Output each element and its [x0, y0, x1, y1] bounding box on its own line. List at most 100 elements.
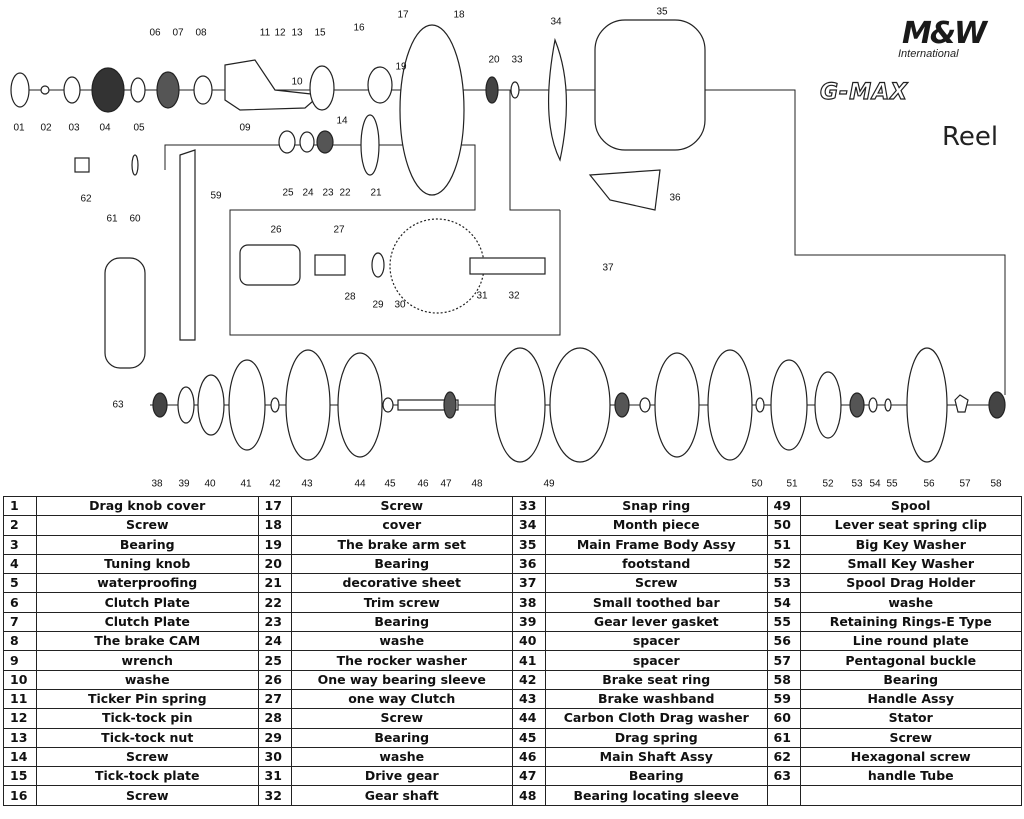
part-name: Trim screw — [290, 592, 513, 613]
diagram-drawing — [10, 19, 1006, 463]
part-number: 13 — [3, 727, 37, 748]
callout-16: 16 — [353, 22, 365, 34]
part-number: 59 — [766, 688, 801, 710]
callout-47: 47 — [440, 478, 452, 490]
part-55-shape — [884, 398, 892, 412]
part-name: Pentagonal buckle — [799, 650, 1022, 671]
part-24-shape — [299, 131, 315, 153]
part-39-shape — [177, 386, 195, 424]
part-name: Drag knob cover — [36, 495, 259, 517]
part-23-shape — [316, 130, 334, 154]
part-10-shape — [309, 65, 335, 111]
callout-02: 02 — [40, 122, 52, 134]
part-number: 25 — [257, 650, 292, 671]
part-49-flange — [494, 347, 546, 463]
part-name: Spool Drag Holder — [799, 573, 1022, 594]
part-name: Line round plate — [799, 631, 1022, 652]
part-name: Small Key Washer — [799, 553, 1022, 575]
part-name: Spool — [799, 495, 1022, 517]
part-20-shape — [485, 76, 499, 104]
part-name: Tick-tock plate — [36, 766, 259, 787]
part-number: 53 — [766, 573, 801, 594]
part-number: 42 — [512, 669, 546, 690]
part-number: 4 — [3, 553, 37, 575]
part-number — [766, 785, 801, 806]
callout-41: 41 — [240, 478, 252, 490]
part-name: Screw — [36, 746, 259, 768]
part-name: Bearing — [799, 669, 1022, 690]
callout-21: 21 — [370, 187, 382, 199]
part-name: Month piece — [545, 515, 768, 536]
callout-57: 57 — [959, 478, 971, 490]
part-number: 32 — [257, 785, 292, 806]
callout-54: 54 — [869, 478, 881, 490]
callout-34: 34 — [550, 16, 562, 28]
part-number: 45 — [512, 727, 546, 748]
part-number: 55 — [766, 611, 801, 633]
part-name: Big Key Washer — [799, 534, 1022, 555]
part-number: 62 — [766, 746, 801, 768]
part-name: Bearing — [36, 534, 259, 555]
callout-27: 27 — [333, 224, 345, 236]
part-62-shape — [74, 157, 90, 173]
callout-03: 03 — [68, 122, 80, 134]
part-number: 5 — [3, 573, 37, 594]
part-number: 2 — [3, 515, 37, 536]
part-name: Main Shaft Assy — [545, 746, 768, 768]
part-21-shape — [360, 114, 380, 176]
callout-25: 25 — [282, 187, 294, 199]
part-46-shape — [397, 399, 459, 411]
part-name: Brake seat ring — [545, 669, 768, 690]
part-name: Drag spring — [545, 727, 768, 748]
part-name: Bearing — [290, 611, 513, 633]
callout-44: 44 — [354, 478, 366, 490]
callout-11: 11 — [259, 27, 271, 39]
part-name: One way bearing sleeve — [290, 669, 513, 690]
part-number: 26 — [257, 669, 292, 690]
part-name: Screw — [36, 515, 259, 536]
callout-04: 04 — [99, 122, 111, 134]
part-63-shape — [104, 257, 146, 369]
part-number: 15 — [3, 766, 37, 787]
part-number: 6 — [3, 592, 37, 613]
part-name: Gear lever gasket — [545, 611, 768, 633]
part-number: 24 — [257, 631, 292, 652]
part-number: 58 — [766, 669, 801, 690]
part-42-shape — [270, 397, 280, 413]
part-02-shape — [40, 85, 50, 95]
part-04-shape — [91, 67, 125, 113]
part-name: Screw — [545, 573, 768, 594]
callout-56: 56 — [923, 478, 935, 490]
part-name: Screw — [799, 727, 1022, 748]
part-number: 49 — [766, 495, 801, 517]
part-number: 16 — [3, 785, 37, 806]
callout-60: 60 — [129, 213, 141, 225]
part-43b-shape — [707, 349, 753, 461]
part-53-shape — [849, 392, 865, 418]
part-25-shape — [278, 130, 296, 154]
callout-55: 55 — [886, 478, 898, 490]
part-name: Lever seat spring clip — [799, 515, 1022, 536]
part-name: The brake CAM — [36, 631, 259, 652]
part-name: Screw — [290, 495, 513, 517]
part-name: Bearing — [545, 766, 768, 787]
callout-38: 38 — [151, 478, 163, 490]
part-name: Stator — [799, 708, 1022, 729]
part-number: 33 — [512, 495, 546, 517]
brand-block: M&W International G-MAX Reel — [819, 10, 1024, 160]
part-45b-shape — [639, 397, 651, 413]
callout-19: 19 — [395, 61, 407, 73]
part-44-shape — [337, 352, 383, 458]
callout-48: 48 — [471, 478, 483, 490]
part-name: Main Frame Body Assy — [545, 534, 768, 555]
part-name: Clutch Plate — [36, 592, 259, 613]
callout-13: 13 — [291, 27, 303, 39]
part-name: Screw — [36, 785, 259, 806]
part-name: washe — [290, 631, 513, 652]
part-35-shape — [594, 19, 706, 151]
part-number: 18 — [257, 515, 292, 536]
part-name: Retaining Rings-E Type — [799, 611, 1022, 633]
